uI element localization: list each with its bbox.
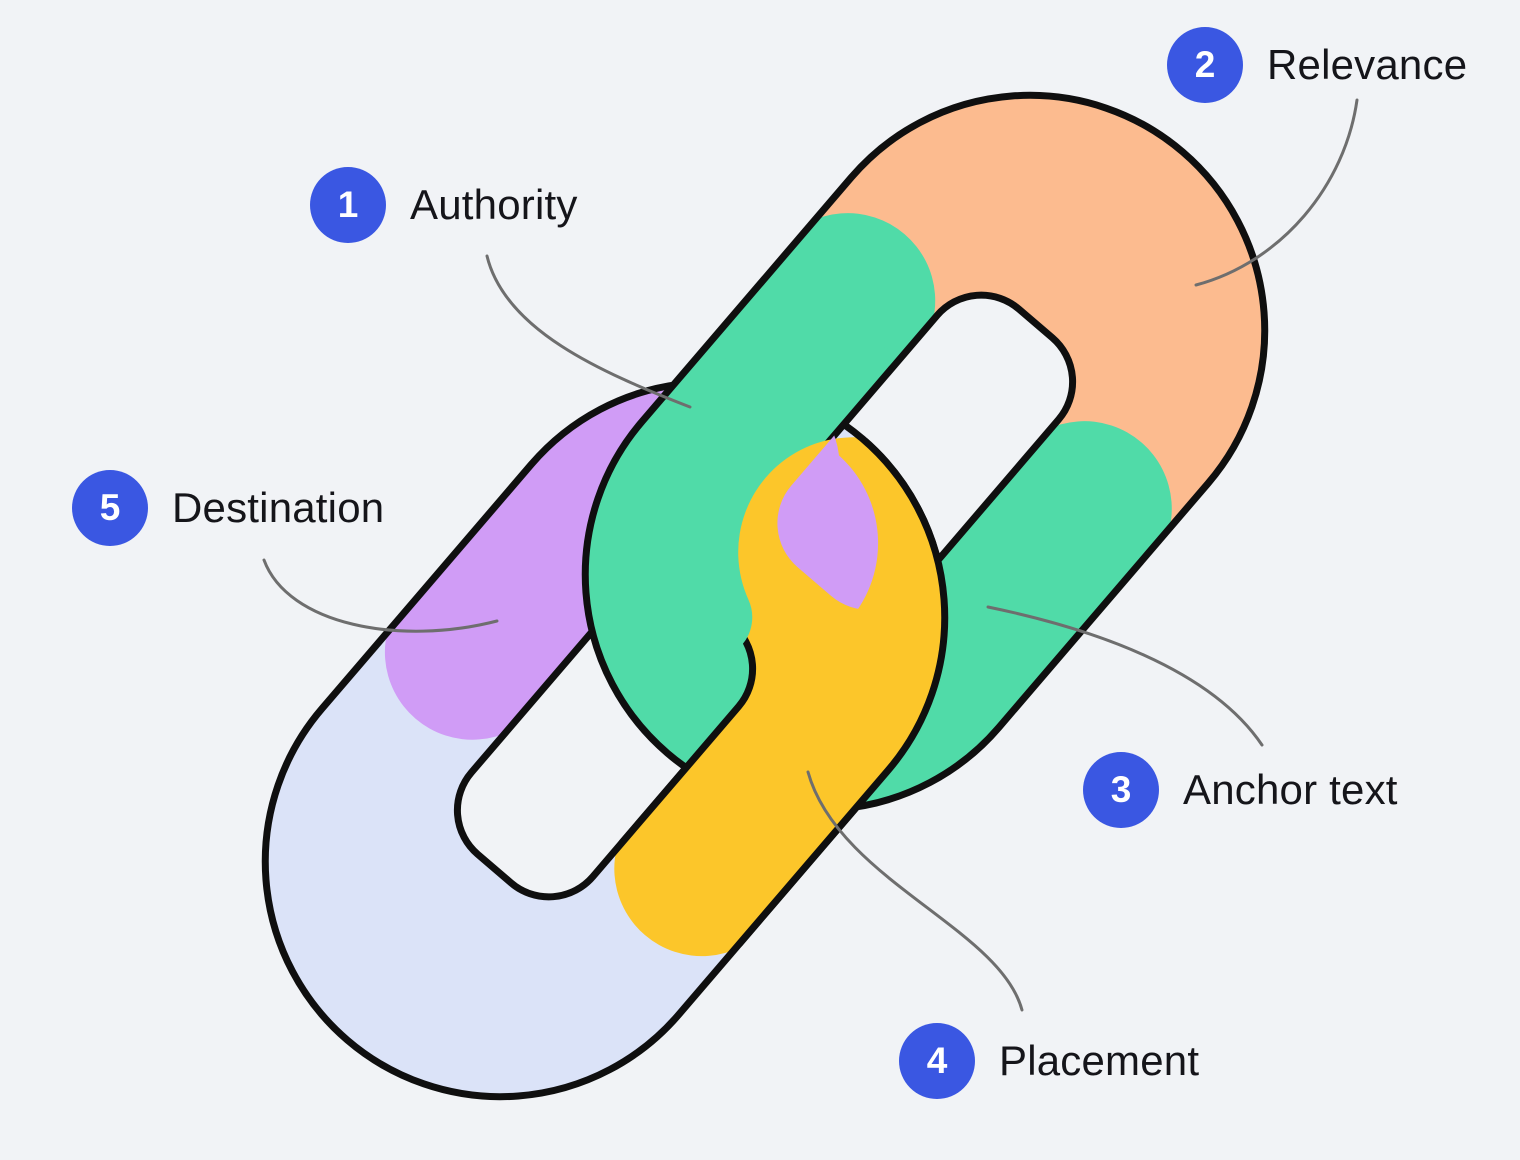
badge-5-number: 5 bbox=[99, 487, 121, 528]
connector-anchor-text bbox=[986, 605, 1264, 747]
badge-3-number: 3 bbox=[1110, 769, 1132, 810]
connector-placement bbox=[806, 770, 1024, 1012]
badge-4-number: 4 bbox=[926, 1040, 948, 1081]
callout-authority: 1 Authority bbox=[310, 167, 578, 243]
callout-anchor-text-label: Anchor text bbox=[1183, 766, 1398, 813]
callout-relevance: 2 Relevance bbox=[1167, 27, 1467, 103]
callout-connectors bbox=[262, 98, 1359, 1012]
callout-anchor-text: 3 Anchor text bbox=[1083, 752, 1398, 828]
badge-4: 4 bbox=[899, 1023, 975, 1099]
badge-2-number: 2 bbox=[1194, 44, 1216, 85]
callout-placement-label: Placement bbox=[999, 1037, 1200, 1084]
badge-2: 2 bbox=[1167, 27, 1243, 103]
callout-destination: 5 Destination bbox=[72, 470, 384, 546]
connector-relevance bbox=[1194, 98, 1359, 287]
badge-3: 3 bbox=[1083, 752, 1159, 828]
callout-placement: 4 Placement bbox=[899, 1023, 1199, 1099]
callout-destination-label: Destination bbox=[172, 484, 385, 531]
badge-5: 5 bbox=[72, 470, 148, 546]
badge-1: 1 bbox=[310, 167, 386, 243]
connector-destination bbox=[262, 558, 499, 633]
connector-authority bbox=[485, 254, 692, 409]
callout-authority-label: Authority bbox=[410, 181, 578, 228]
badge-1-number: 1 bbox=[337, 184, 359, 225]
callout-relevance-label: Relevance bbox=[1267, 41, 1468, 88]
